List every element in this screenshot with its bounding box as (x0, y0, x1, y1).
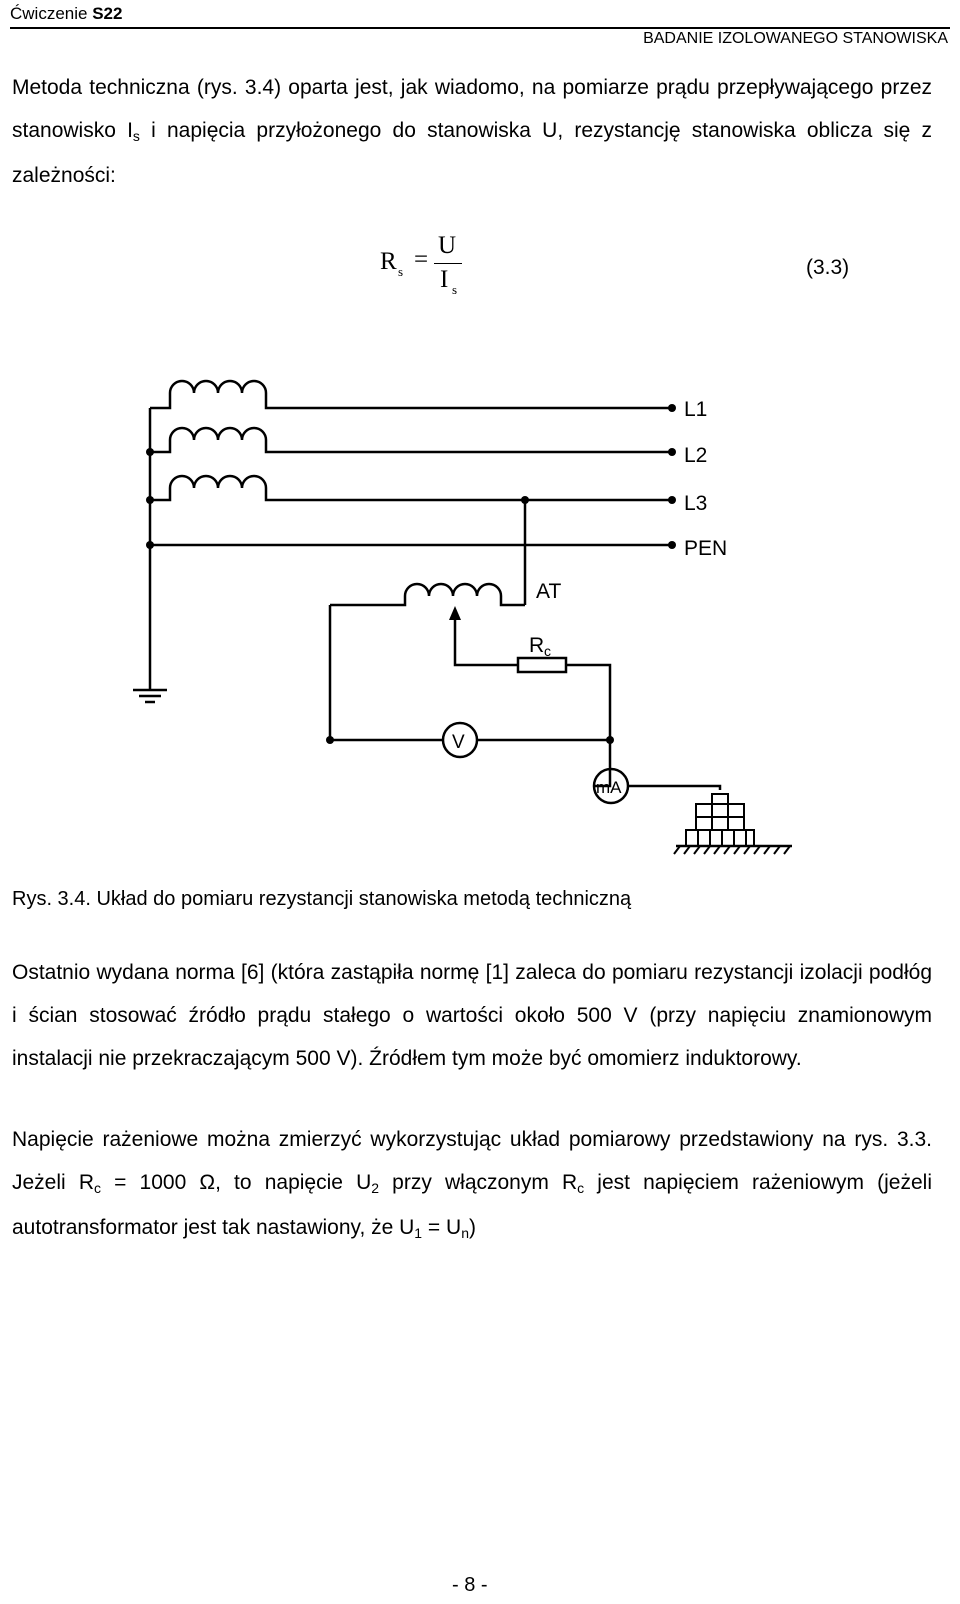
voltmeter (441, 721, 479, 759)
resistance-formula: R s = U I s (380, 232, 480, 312)
label-rc: R (529, 634, 544, 657)
transformer-winding-3 (150, 474, 672, 502)
resistor-rc (516, 656, 568, 674)
transformer-winding-1 (150, 379, 672, 410)
exercise-code: S22 (92, 4, 123, 23)
page-number: - 8 - (452, 1574, 488, 1596)
label-ma: mA (596, 778, 622, 797)
circuit-diagram: L1 L2 L3 PEN AT R c V mA (133, 379, 792, 855)
transformer-winding-2 (150, 426, 672, 454)
intro-paragraph: Metoda techniczna (rys. 3.4) oparta jest… (12, 76, 932, 187)
autotransformer-coil (328, 582, 525, 740)
paragraph-standard: Ostatnio wydana norma [6] (która zastąpi… (12, 961, 932, 1070)
label-l1: L1 (684, 398, 707, 421)
header-title: BADANIE IZOLOWANEGO STANOWISKA (643, 30, 948, 47)
label-pen: PEN (684, 537, 727, 560)
figure-caption: Rys. 3.4. Układ do pomiaru rezystancji s… (12, 888, 632, 910)
label-l3: L3 (684, 492, 707, 515)
label-v: V (452, 732, 465, 753)
label-l2: L2 (684, 444, 707, 467)
paragraph-touch-voltage: Napięcie rażeniowe można zmierzyć wykorz… (12, 1128, 933, 1241)
exercise-label: Ćwiczenie S22 (10, 4, 123, 23)
label-at: AT (536, 580, 561, 603)
equation-number: (3.3) (806, 256, 850, 279)
test-electrode (673, 793, 792, 855)
label-rc-sub: c (544, 643, 551, 659)
header-rule (10, 27, 950, 29)
